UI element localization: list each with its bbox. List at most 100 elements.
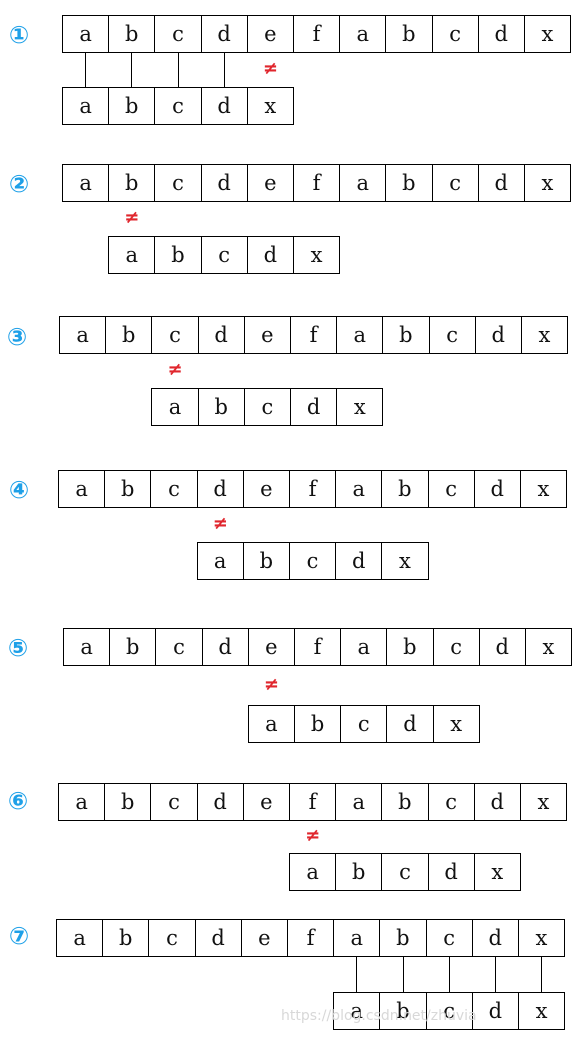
char-cell: a xyxy=(63,88,110,124)
char-cell: d xyxy=(291,389,338,425)
char-cell: a xyxy=(249,706,295,742)
char-cell: a xyxy=(198,543,244,579)
char-cell: d xyxy=(475,471,521,507)
char-cell: e xyxy=(242,920,288,956)
match-connector xyxy=(448,956,450,992)
char-cell: b xyxy=(383,317,430,353)
char-cell: d xyxy=(480,629,526,665)
char-cell: c xyxy=(434,629,480,665)
char-cell: c xyxy=(429,471,475,507)
char-cell: x xyxy=(475,854,521,890)
char-cell: e xyxy=(249,629,295,665)
char-cell: x xyxy=(382,543,429,579)
char-cell: c xyxy=(151,471,198,507)
char-cell: x xyxy=(522,317,569,353)
char-cell: b xyxy=(105,784,152,820)
char-cell: c xyxy=(149,920,196,956)
char-cell: b xyxy=(109,88,156,124)
char-cell: d xyxy=(198,471,244,507)
char-cell: d xyxy=(202,16,248,52)
char-cell: d xyxy=(196,920,242,956)
char-cell: f xyxy=(288,920,335,956)
char-cell: a xyxy=(340,16,387,52)
mismatch-mark: ≠ xyxy=(124,207,140,228)
char-cell: b xyxy=(380,993,427,1029)
mismatch-mark: ≠ xyxy=(263,673,279,695)
char-cell: x xyxy=(521,471,568,507)
step-number: ③ xyxy=(6,323,28,351)
char-cell: b xyxy=(103,920,150,956)
char-cell: a xyxy=(340,165,387,201)
char-cell: a xyxy=(64,629,111,665)
match-connector xyxy=(541,956,543,992)
char-cell: d xyxy=(202,165,248,201)
char-cell: b xyxy=(106,317,153,353)
match-connector xyxy=(402,956,404,992)
char-cell: a xyxy=(336,471,383,507)
char-cell: a xyxy=(152,389,199,425)
char-cell: b xyxy=(386,165,433,201)
char-cell: e xyxy=(244,784,290,820)
char-cell: d xyxy=(202,88,248,124)
mismatch-mark: ≠ xyxy=(167,359,183,380)
char-cell: b xyxy=(109,165,156,201)
char-cell: a xyxy=(60,317,107,353)
char-cell: c xyxy=(151,784,198,820)
match-connector xyxy=(223,52,225,87)
char-cell: e xyxy=(245,317,291,353)
char-cell: b xyxy=(386,16,433,52)
char-cell: d xyxy=(479,165,525,201)
char-cell: f xyxy=(294,165,341,201)
char-cell: x xyxy=(521,784,568,820)
char-cell: e xyxy=(248,165,294,201)
char-cell: d xyxy=(387,706,434,742)
char-cell: d xyxy=(476,317,522,353)
char-cell: c xyxy=(155,165,202,201)
match-connector xyxy=(177,52,179,87)
char-cell: d xyxy=(479,16,525,52)
char-cell: x xyxy=(526,629,573,665)
char-cell: f xyxy=(295,629,342,665)
char-cell: b xyxy=(155,237,202,273)
char-cell: e xyxy=(248,16,294,52)
char-cell: a xyxy=(334,920,381,956)
char-cell: d xyxy=(475,784,521,820)
char-cell: d xyxy=(429,854,475,890)
step-number: ⑦ xyxy=(8,922,30,950)
char-cell: c xyxy=(290,543,337,579)
char-cell: b xyxy=(382,471,429,507)
char-cell: a xyxy=(63,165,110,201)
mismatch-mark: ≠ xyxy=(262,58,278,79)
match-connector xyxy=(85,52,87,87)
char-cell: f xyxy=(290,471,337,507)
char-cell: c xyxy=(427,920,473,956)
char-cell: b xyxy=(387,629,434,665)
char-cell: f xyxy=(294,16,341,52)
char-cell: x xyxy=(525,165,572,201)
match-connector xyxy=(356,956,358,992)
char-cell: e xyxy=(244,471,290,507)
char-cell: d xyxy=(336,543,383,579)
char-cell: d xyxy=(199,317,245,353)
char-cell: b xyxy=(105,471,152,507)
mismatch-mark: ≠ xyxy=(212,513,228,534)
char-cell: a xyxy=(336,784,383,820)
char-cell: x xyxy=(248,88,294,124)
char-cell: a xyxy=(109,237,156,273)
char-cell: x xyxy=(294,237,341,273)
char-cell: c xyxy=(382,854,429,890)
char-cell: b xyxy=(199,389,245,425)
char-cell: x xyxy=(519,920,566,956)
